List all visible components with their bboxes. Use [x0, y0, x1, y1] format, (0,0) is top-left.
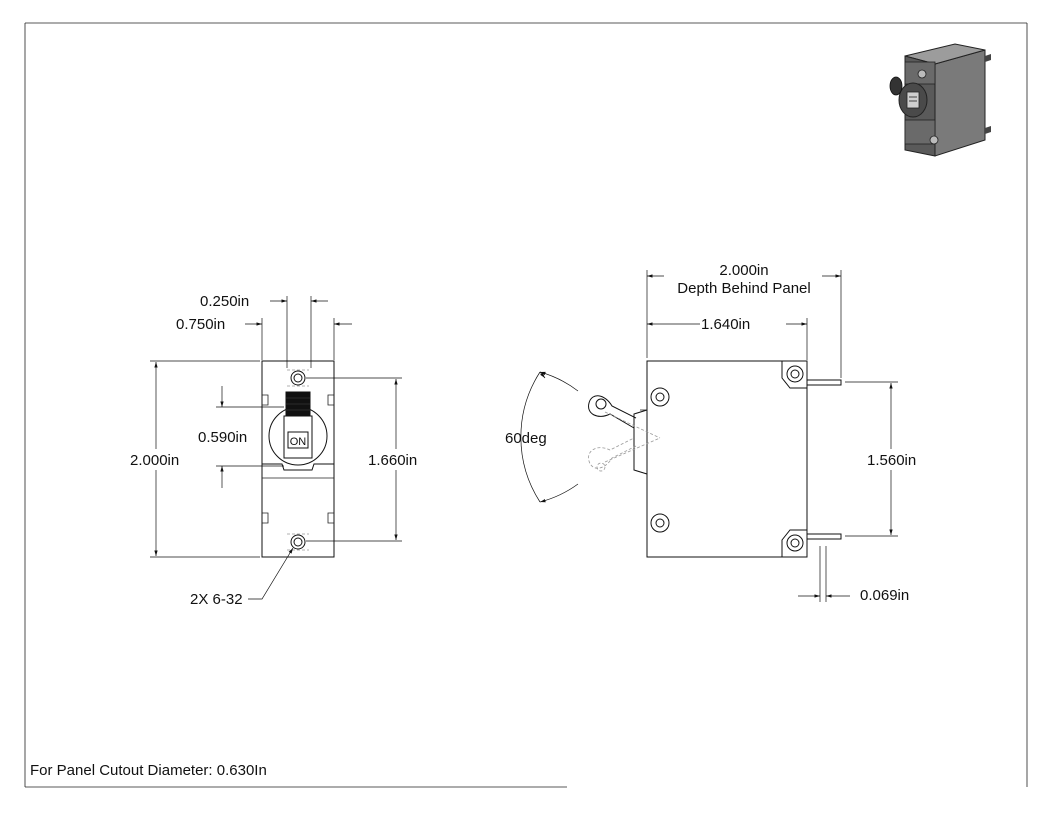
side-dimensions: 2.000in Depth Behind Panel 1.640in 60deg…: [505, 262, 916, 604]
dim-side-depth-caption: Depth Behind Panel: [677, 280, 810, 297]
dim-front-top-half-width: 0.250in: [200, 293, 249, 310]
dim-front-top-width: 0.750in: [176, 316, 225, 333]
side-view: [588, 360, 842, 558]
front-dimensions: 0.250in 0.750in 2.000in 0.590in 1.660in …: [130, 293, 417, 608]
dim-side-terminal-spacing: 1.560in: [867, 452, 916, 469]
dim-side-depth: 2.000in: [719, 262, 768, 279]
dim-side-body-depth: 1.640in: [701, 316, 750, 333]
front-view: ON: [261, 360, 335, 558]
dim-front-hole-spacing: 1.660in: [368, 452, 417, 469]
switch-on-label: ON: [290, 436, 307, 448]
dim-front-screws: 2X 6-32: [190, 591, 243, 608]
dim-side-terminal-thickness: 0.069in: [860, 587, 909, 604]
top-mounting-hole: [290, 370, 306, 386]
dim-front-height: 2.000in: [130, 452, 179, 469]
bottom-mounting-hole: [290, 534, 306, 550]
dim-side-angle: 60deg: [505, 430, 547, 447]
dim-front-toggle-height: 0.590in: [198, 429, 247, 446]
isometric-view: [889, 43, 991, 157]
panel-cutout-note: For Panel Cutout Diameter: 0.630In: [30, 762, 267, 779]
sheet-border: [24, 22, 1028, 788]
